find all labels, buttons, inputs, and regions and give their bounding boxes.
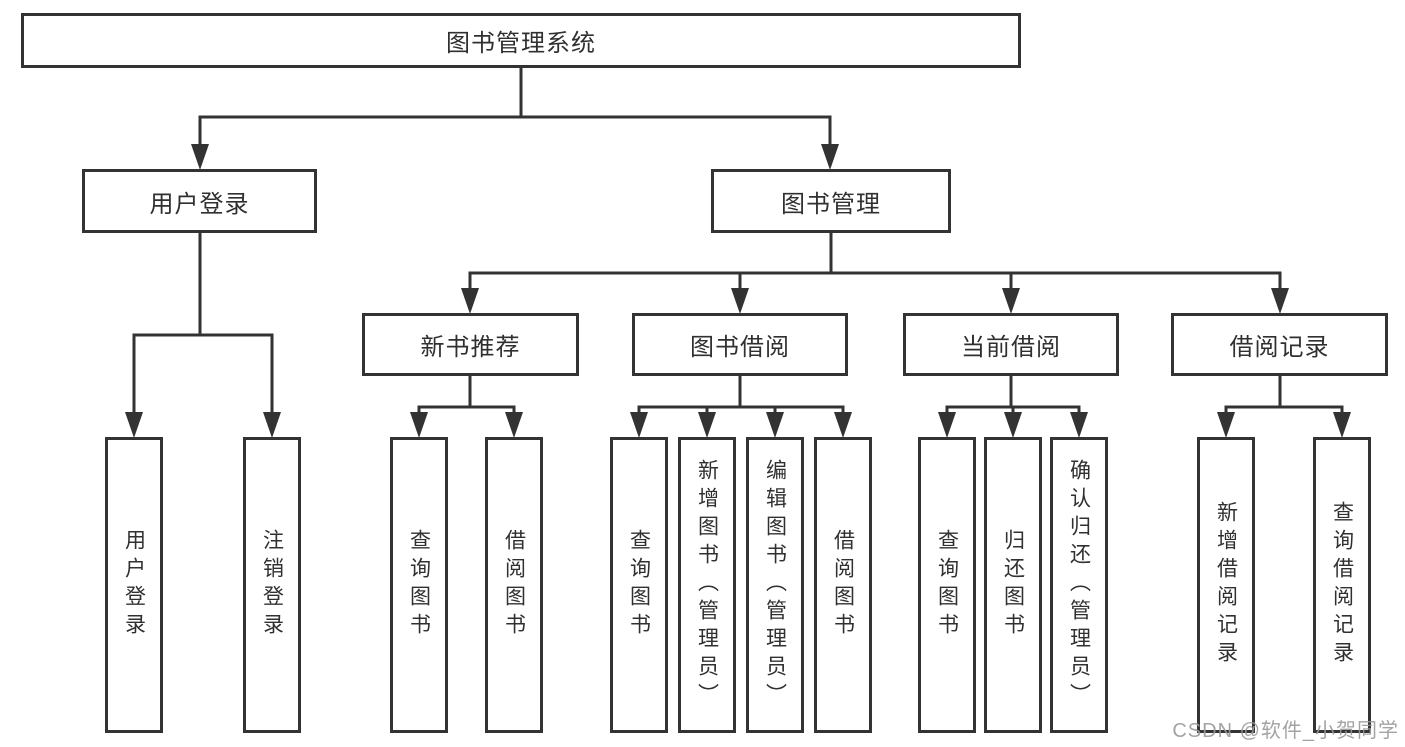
leaf-label: 确认归还（管理员） — [1067, 459, 1091, 711]
leaf-label: 编辑图书（管理员） — [763, 459, 787, 711]
leaf-query-borrow-record: 查询借阅记录 — [1313, 437, 1371, 733]
csdn-watermark: CSDN @软件_小贺同学 — [1172, 720, 1399, 742]
leaf-edit-books-admin: 编辑图书（管理员） — [746, 437, 804, 733]
leaf-confirm-return-admin: 确认归还（管理员） — [1050, 437, 1108, 733]
node-label: 图书管理 — [781, 190, 881, 218]
node-borrowing-records: 借阅记录 — [1171, 313, 1388, 376]
node-user-login: 用户登录 — [82, 169, 317, 233]
node-label: 图书借阅 — [690, 334, 790, 361]
leaf-label: 注销登录 — [260, 529, 284, 641]
leaf-query-books: 查询图书 — [390, 437, 448, 733]
node-label: 借阅记录 — [1229, 334, 1330, 361]
leaf-add-borrow-record: 新增借阅记录 — [1197, 437, 1255, 733]
leaf-label: 查询图书 — [935, 529, 959, 641]
leaf-return-books: 归还图书 — [984, 437, 1042, 733]
leaf-logout: 注销登录 — [243, 437, 301, 733]
leaf-query-books: 查询图书 — [610, 437, 668, 733]
leaf-label: 借阅图书 — [502, 529, 526, 641]
leaf-borrow-books: 借阅图书 — [814, 437, 872, 733]
leaf-label: 查询图书 — [407, 529, 431, 641]
node-book-borrowing: 图书借阅 — [632, 313, 848, 376]
node-label: 当前借阅 — [961, 334, 1061, 361]
leaf-borrow-books: 借阅图书 — [485, 437, 543, 733]
node-label: 图书管理系统 — [446, 30, 596, 57]
leaf-add-books-admin: 新增图书（管理员） — [678, 437, 736, 733]
node-label: 新书推荐 — [420, 334, 521, 361]
leaf-label: 归还图书 — [1001, 529, 1025, 641]
leaf-label: 查询借阅记录 — [1330, 501, 1354, 669]
node-label: 用户登录 — [149, 190, 250, 218]
leaf-label: 借阅图书 — [831, 529, 855, 641]
leaf-user-login: 用户登录 — [105, 437, 163, 733]
node-library-management-system: 图书管理系统 — [21, 13, 1021, 68]
leaf-label: 查询图书 — [627, 529, 651, 641]
node-current-borrowing: 当前借阅 — [903, 313, 1119, 376]
node-new-book-recommendation: 新书推荐 — [362, 313, 579, 376]
leaf-label: 新增借阅记录 — [1214, 501, 1238, 669]
leaf-label: 新增图书（管理员） — [695, 459, 719, 711]
node-book-management: 图书管理 — [711, 169, 951, 233]
leaf-query-books: 查询图书 — [918, 437, 976, 733]
leaf-label: 用户登录 — [122, 529, 146, 641]
